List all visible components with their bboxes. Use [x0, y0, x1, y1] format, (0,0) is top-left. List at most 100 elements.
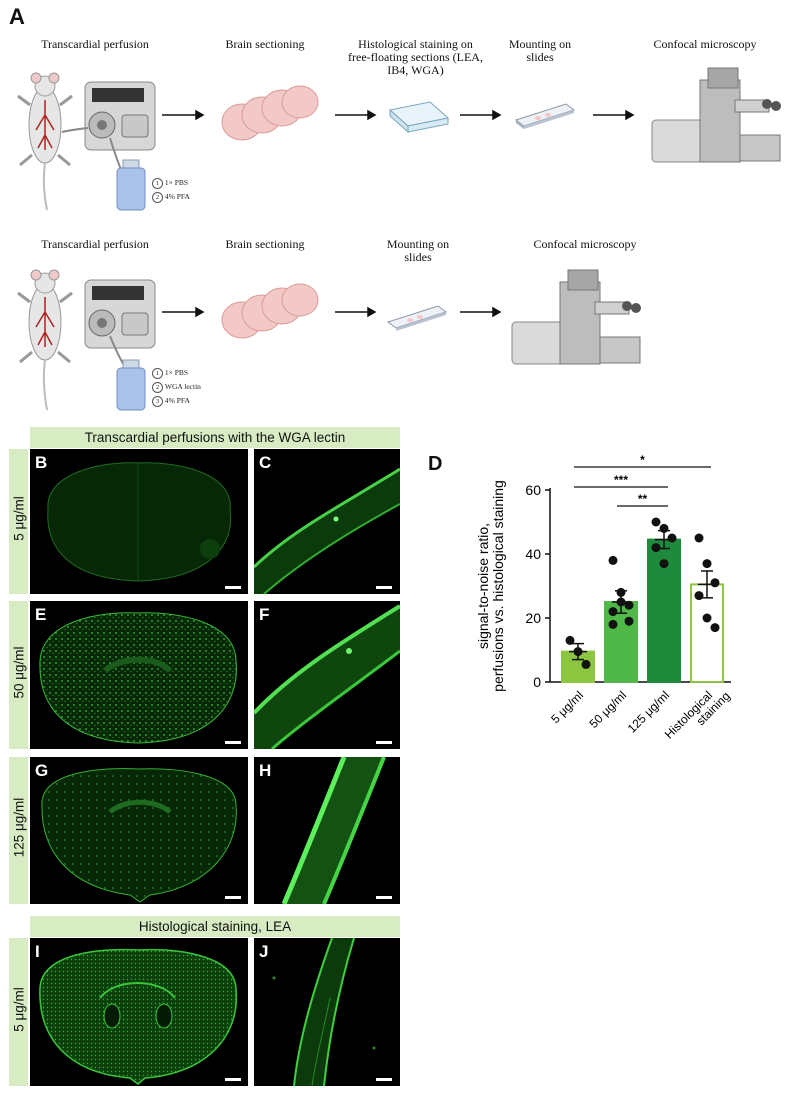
step-label-staining: Histological staining on free-floating s…: [348, 37, 483, 77]
significance-label: **: [638, 492, 648, 506]
step-label-sectioning-2: Brain sectioning: [225, 237, 305, 251]
scale-bar: [225, 1078, 241, 1081]
micrograph-b: B: [30, 449, 248, 594]
panel-letter-a: A: [9, 4, 25, 29]
bottle-step-number: 3: [152, 396, 163, 407]
bottle-label-list-bottom: 1 1× PBS 2 WGA lectin 3 4% PFA: [152, 368, 201, 407]
panel-letter-c: C: [259, 453, 272, 472]
micrograph-h: H: [254, 757, 400, 904]
well-plate-icon: [388, 101, 450, 134]
data-point: [624, 616, 634, 626]
data-point: [667, 533, 677, 543]
scale-bar: [225, 896, 241, 899]
significance-label: ***: [614, 473, 628, 487]
bottle-item: 1× PBS: [164, 178, 189, 187]
y-tick-label: 20: [525, 610, 541, 626]
bottle-item: 1× PBS: [164, 368, 189, 377]
step-label-mounting-2: Mounting on slides: [386, 237, 450, 264]
scale-bar: [376, 586, 392, 589]
row-label-bar-125: 125 μg/ml: [9, 757, 28, 904]
microscope-slide-icon: [514, 103, 576, 129]
row-label-bar-5: 5 μg/ml: [9, 449, 28, 594]
data-point: [616, 587, 626, 597]
scale-bar: [376, 741, 392, 744]
chart-snr: signal-to-noise ratio,perfusions vs. his…: [475, 453, 733, 751]
data-point: [702, 559, 712, 569]
data-point: [710, 623, 720, 633]
row-label-5: 5 μg/ml: [11, 496, 27, 541]
scale-bar: [225, 586, 241, 589]
bottle-step-number: 1: [152, 368, 163, 379]
bar: [690, 583, 724, 683]
row-label-50: 50 μg/ml: [11, 646, 27, 699]
row-label-bar-50: 50 μg/ml: [9, 601, 28, 749]
data-point: [608, 607, 618, 617]
bottle-step-number: 2: [152, 192, 163, 203]
data-point: [659, 559, 669, 569]
micrograph-j: J: [254, 938, 400, 1086]
y-axis-label: signal-to-noise ratio,perfusions vs. his…: [475, 480, 506, 692]
solution-bottle-icon: [116, 159, 146, 211]
mouse-icon: [17, 72, 73, 211]
bottle-item: 4% PFA: [164, 396, 190, 405]
micrograph-e: E: [30, 601, 248, 749]
panel-letter-i: I: [35, 942, 40, 961]
peristaltic-pump-icon: [84, 279, 156, 369]
row-label-bar-5-hist: 5 μg/ml: [9, 938, 28, 1086]
peristaltic-pump-icon: [61, 81, 156, 181]
y-tick-label: 40: [525, 546, 541, 562]
banner-perfusion: Transcardial perfusions with the WGA lec…: [30, 427, 400, 448]
significance-label: *: [640, 453, 645, 467]
x-tick-label: Histologicalstaining: [662, 680, 733, 751]
bottle-label-list-top: 1 1× PBS 2 4% PFA: [152, 178, 190, 203]
data-point: [651, 543, 661, 553]
workflow-bottom-illustration: [17, 269, 641, 411]
step-label-microscopy: Confocal microscopy: [653, 37, 757, 51]
data-point: [616, 597, 626, 607]
data-point: [624, 600, 634, 610]
data-point: [581, 659, 591, 669]
confocal-microscope-icon: [511, 269, 641, 365]
data-point: [659, 523, 669, 533]
micrograph-g: G: [30, 757, 248, 904]
step-label-mounting: Mounting on slides: [508, 37, 572, 64]
step-label-sectioning: Brain sectioning: [225, 37, 305, 51]
panel-letter-h: H: [259, 761, 272, 780]
panel-letter-e: E: [35, 605, 47, 624]
data-point: [608, 619, 618, 629]
confocal-microscope-icon: [651, 67, 781, 163]
x-tick-label: 5 μg/ml: [548, 688, 586, 726]
banner-histology: Histological staining, LEA: [30, 916, 400, 937]
data-point: [608, 555, 618, 565]
solution-bottle-icon: [116, 359, 146, 411]
bottle-step-number: 1: [152, 178, 163, 189]
arrow-icon: [162, 306, 502, 318]
brain-slices-icon: [221, 85, 319, 141]
y-tick-label: 60: [525, 482, 541, 498]
data-point: [694, 591, 704, 601]
brain-slices-icon: [221, 283, 319, 339]
mouse-icon: [17, 269, 73, 411]
scale-bar: [225, 741, 241, 744]
data-point: [565, 635, 575, 645]
micrograph-i: I: [30, 938, 248, 1086]
x-tick-label: 50 μg/ml: [587, 688, 630, 731]
data-point: [573, 647, 583, 657]
bottle-step-number: 2: [152, 382, 163, 393]
data-point: [702, 613, 712, 623]
scale-bar: [376, 896, 392, 899]
row-label-5-hist: 5 μg/ml: [11, 987, 27, 1032]
y-tick-label: 0: [533, 674, 541, 690]
arrow-icon: [162, 109, 635, 121]
scale-bar: [376, 1078, 392, 1081]
panel-letter-j: J: [259, 942, 269, 961]
bottle-item: 4% PFA: [164, 192, 190, 201]
data-point: [694, 533, 704, 543]
micrograph-f: F: [254, 601, 400, 749]
panel-letter-d: D: [428, 453, 443, 475]
step-label-perfusion-2: Transcardial perfusion: [41, 237, 149, 251]
panel-letter-f: F: [259, 605, 270, 624]
bottle-item: WGA lectin: [164, 382, 201, 391]
data-point: [710, 578, 720, 588]
workflow-top-illustration: [17, 67, 781, 211]
